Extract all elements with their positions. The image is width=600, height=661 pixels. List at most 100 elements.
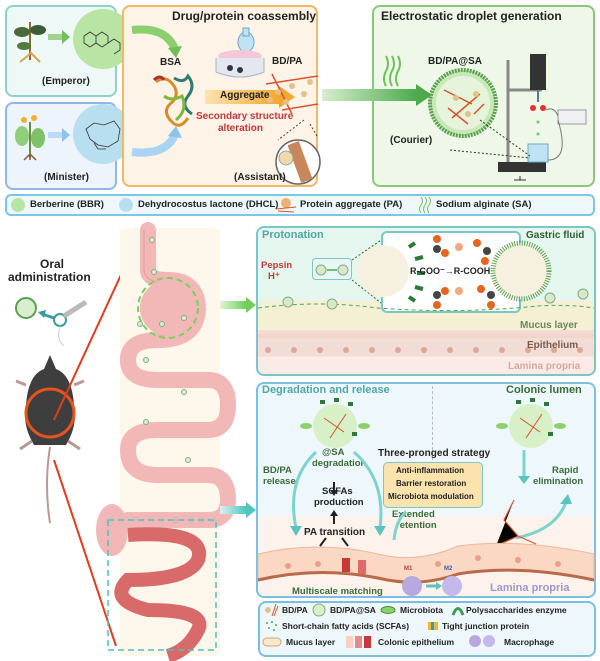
gi-tract-icon [96,222,237,661]
oral-line2: administration [8,270,91,284]
h-plus-label: H⁺ [268,271,280,282]
gastric-fluid-label: Gastric fluid [526,230,585,241]
sa-degradation-line1: @SA [322,447,345,458]
dhcl-plant-icon [15,115,45,161]
top-legend [5,194,595,216]
scfas-legend-icon [266,621,277,631]
colon-divider [432,386,433,496]
arrow-icon [48,128,70,142]
reaction-label: R-COO⁻→R-COOH [410,266,491,276]
scfas-line2: production [314,497,364,508]
colonic-epithelium-legend-icon [346,636,371,648]
bsa-protein-icon [152,73,194,127]
pa-transition-label: PA transition [304,527,366,538]
protonation-title: Protonation [262,229,324,241]
transfer-arrow [322,84,432,106]
coassembly-title: Drug/protein coassembly [172,9,317,23]
microbiota-legend-icon [380,606,396,614]
minister-label: (Minister) [44,172,89,183]
berberine-molecule-icon [73,9,133,69]
rapid-line2: elimination [533,476,584,487]
dhcl-molecule-icon [73,104,133,164]
sodium-alginate-icon [383,55,401,87]
legend-bdpa: BD/PA [282,605,308,615]
sodium-alginate-icon [419,196,431,214]
aggregate-label: Aggregate [220,90,270,101]
berberine-plant-icon [14,22,46,63]
gavage-syringe-icon [15,297,88,347]
legend-sodium-alginate: Sodium alginate (SA) [436,199,532,210]
scfas-line1: SCFAs [322,486,353,497]
bdpa-label: BD/PA [272,56,303,67]
degradation-title: Degradation and release [262,384,390,396]
colon-to-panel-arrow [220,502,256,518]
oral-line1: Oral [40,257,65,271]
m2-label: M2 [444,566,453,572]
legend-berberine: Berberine (BBR) [30,199,104,210]
aggregate-arrow [205,86,295,108]
stirrer-icon [215,27,265,78]
mucus-layer-label: Mucus layer [520,320,578,331]
bdpasa-legend-icon [312,603,326,617]
colonic-lumen-title: Colonic lumen [506,384,582,396]
protein-aggregate-icon [275,198,297,213]
sa-degradation-line2: degradation [312,458,367,469]
strategy-item: Microbiota modulation [388,492,474,501]
mucus-boundary [257,288,595,312]
bsa-label: BSA [160,57,182,68]
enzyme-legend-icon [451,607,465,616]
magnified-fiber-icon [275,119,321,185]
legend-dhcl: Dehydrocostus lactone (DHCL) [138,199,279,210]
lamina-propria-label: Lamina propria [508,361,581,372]
bdpa-release-line2: release [263,476,296,487]
alteration-line2: alteration [218,123,264,134]
bdpa-legend-icon [265,603,279,617]
courier-label: (Courier) [390,135,433,146]
mouse-icon [15,355,85,524]
berberine-icon [11,198,25,212]
bdpasa-label: BD/PA@SA [428,56,483,67]
epithelium-cells [258,334,594,353]
legend-protein-aggregate: Protein aggregate (PA) [300,199,403,210]
tight-junction-legend-icon [428,622,438,630]
legend-enzyme: Polysaccharides enzyme [466,605,567,615]
strategy-item: Barrier restoration [396,479,467,488]
curved-arrow-blue [131,126,182,157]
legend-macrophage: Macrophage [504,637,555,647]
electrospray-apparatus-icon [498,54,587,181]
electrostatic-title: Electrostatic droplet generation [381,9,562,23]
strategy-box [383,462,483,508]
macrophage-legend-icon [469,635,495,647]
legend-tight-junction: Tight junction protein [442,621,530,631]
bdpa-aggregate-icon [265,73,319,115]
bead-with-microbiota-right [496,398,566,448]
dotted-zoom-lines [449,119,531,159]
legend-scfas: Short-chain fatty acids (SCFAs) [282,621,410,631]
legend-microbiota: Microbiota [400,605,443,615]
bdpasa-bead-icon [428,68,498,138]
legend-colonic-epithelium: Colonic epithelium [378,637,455,647]
rapid-line1: Rapid [552,465,579,476]
protonation-inset-small [312,258,352,280]
mucus-legend-icon [262,637,282,647]
legend-bdpasa: BD/PA@SA [330,605,376,615]
pepsin-label: Pepsin [261,260,293,271]
stomach-to-panel-arrow [220,297,256,313]
colon-lamina-label: Lamina propria [490,582,570,594]
strategy-item: Anti-inflammation [396,466,464,475]
macrophage-icon [402,576,462,596]
arrow-icon [48,30,70,44]
assistant-label: (Assistant) [234,172,286,183]
legend-mucus: Mucus layer [286,637,336,647]
multiscale-label: Multiscale matching [292,586,383,597]
epithelium-label: Epithelium [527,340,579,351]
emperor-label: (Emperor) [42,76,90,87]
dhcl-icon [119,198,133,212]
alteration-line1: Secondary structure [196,111,294,122]
colon-flow-arrows [290,450,572,547]
three-pronged-title: Three-pronged strategy [378,448,491,459]
curved-arrow-green [131,25,182,58]
extended-line1: Extended [392,509,435,520]
bead-with-microbiota-left [300,398,370,448]
bdpa-release-line1: BD/PA [263,465,292,476]
